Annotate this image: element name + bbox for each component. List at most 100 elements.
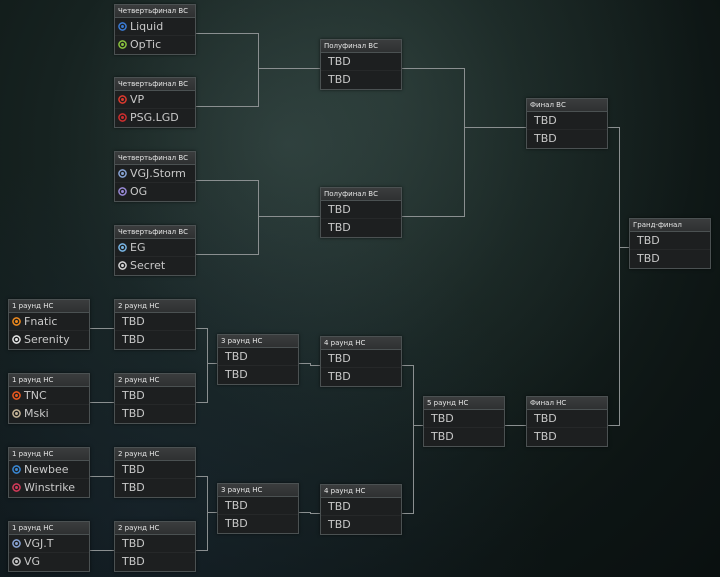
connector-qf1-qf2 (196, 33, 259, 107)
tbd-slot[interactable]: TBD (527, 112, 607, 129)
team-name: TBD (122, 315, 145, 328)
team-row[interactable]: OG (115, 182, 195, 200)
match-title: 1 раунд НС (9, 374, 89, 387)
tbd-slot[interactable]: TBD (321, 515, 401, 533)
tbd-slot[interactable]: TBD (527, 410, 607, 427)
match-card-qf2[interactable]: Четвертьфинал ВС VP PSG.LGD (114, 77, 196, 128)
match-title: 2 раунд НС (115, 522, 195, 535)
team-name: Liquid (130, 20, 164, 33)
tbd-slot[interactable]: TBD (424, 427, 504, 445)
connector-r4a-r4b (402, 365, 414, 514)
tbd-slot[interactable]: TBD (527, 427, 607, 445)
team-name: TBD (637, 234, 660, 247)
match-title: 2 раунд НС (115, 448, 195, 461)
team-row[interactable]: VGJ.Storm (115, 165, 195, 182)
tbd-slot[interactable]: TBD (321, 498, 401, 515)
tbd-slot[interactable]: TBD (321, 70, 401, 88)
team-row[interactable]: Liquid (115, 18, 195, 35)
tbd-slot[interactable]: TBD (630, 249, 710, 267)
tbd-slot[interactable]: TBD (115, 313, 195, 330)
tbd-slot[interactable]: TBD (321, 53, 401, 70)
team-row[interactable]: Newbee (9, 461, 89, 478)
team-row[interactable]: Mski (9, 404, 89, 422)
team-row[interactable]: VG (9, 552, 89, 570)
team-row[interactable]: VGJ.T (9, 535, 89, 552)
tbd-slot[interactable]: TBD (630, 232, 710, 249)
team-name: Mski (24, 407, 49, 420)
tbd-slot[interactable]: TBD (218, 348, 298, 365)
team-name: Serenity (24, 333, 70, 346)
team-row[interactable]: Serenity (9, 330, 89, 348)
match-title: 4 раунд НС (321, 337, 401, 350)
tbd-slot[interactable]: TBD (115, 552, 195, 570)
team-row[interactable]: PSG.LGD (115, 108, 195, 126)
vgj-t-logo-icon (12, 539, 21, 548)
team-row[interactable]: EG (115, 239, 195, 256)
newbee-logo-icon (12, 465, 21, 474)
tbd-slot[interactable]: TBD (115, 387, 195, 404)
tbd-slot[interactable]: TBD (218, 514, 298, 532)
tbd-slot[interactable]: TBD (115, 535, 195, 552)
tbd-slot[interactable]: TBD (321, 201, 401, 218)
tbd-slot[interactable]: TBD (321, 367, 401, 385)
tnc-logo-icon (12, 391, 21, 400)
team-name: TBD (122, 481, 145, 494)
team-name: TBD (431, 412, 454, 425)
team-row[interactable]: OpTic (115, 35, 195, 53)
connector-r2a-r2b (196, 328, 208, 403)
tbd-slot[interactable]: TBD (321, 350, 401, 367)
tbd-slot[interactable]: TBD (115, 330, 195, 348)
team-name: TBD (328, 203, 351, 216)
tbd-slot[interactable]: TBD (218, 365, 298, 383)
tbd-slot[interactable]: TBD (218, 497, 298, 514)
tbd-slot[interactable]: TBD (321, 218, 401, 236)
connector-r2c-r2d (196, 476, 208, 551)
tbd-slot[interactable]: TBD (115, 404, 195, 422)
match-title: Четвертьфинал ВС (115, 152, 195, 165)
match-title: Четвертьфинал ВС (115, 5, 195, 18)
team-name: OG (130, 185, 148, 198)
team-name: TBD (328, 55, 351, 68)
match-title: Четвертьфинал ВС (115, 226, 195, 239)
team-row[interactable]: Winstrike (9, 478, 89, 496)
tbd-slot[interactable]: TBD (115, 478, 195, 496)
match-card-r2d[interactable]: 2 раунд НС TBD TBD (114, 521, 196, 572)
team-name: TBD (328, 221, 351, 234)
team-row[interactable]: VP (115, 91, 195, 108)
liquid-logo-icon (118, 22, 127, 31)
tbd-slot[interactable]: TBD (527, 129, 607, 147)
match-title: Полуфинал ВС (321, 188, 401, 201)
team-row[interactable]: Fnatic (9, 313, 89, 330)
team-row[interactable]: TNC (9, 387, 89, 404)
match-title: Четвертьфинал ВС (115, 78, 195, 91)
team-name: TBD (122, 407, 145, 420)
tbd-slot[interactable]: TBD (424, 410, 504, 427)
team-name: TBD (122, 537, 145, 550)
team-name: VP (130, 93, 145, 106)
tbd-slot[interactable]: TBD (115, 461, 195, 478)
match-card-sf2[interactable]: Полуфинал ВС TBD TBD (320, 187, 402, 238)
team-row[interactable]: Secret (115, 256, 195, 274)
connector-wf-lf (608, 127, 620, 426)
team-name: TBD (225, 350, 248, 363)
team-name: VGJ.Storm (130, 167, 186, 180)
